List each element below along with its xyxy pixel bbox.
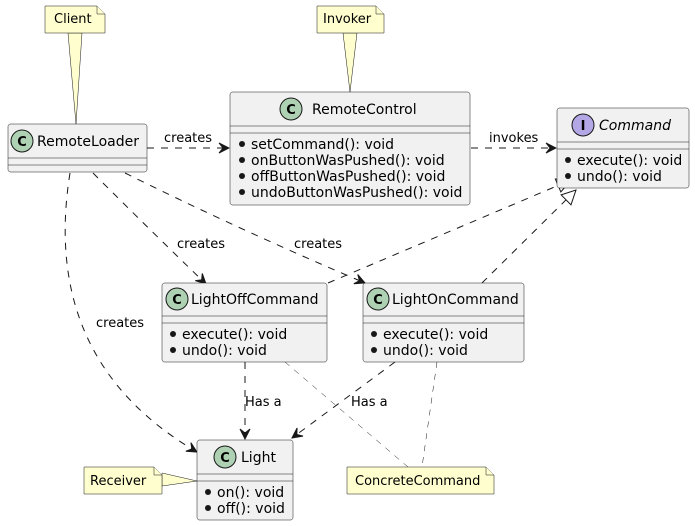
class-name: RemoteControl — [312, 102, 417, 118]
note-invoker-text: Invoker — [323, 12, 372, 27]
class-member: execute(): void — [383, 327, 488, 343]
note-invoker: Invoker — [316, 5, 385, 34]
note-client-text: Client — [54, 12, 92, 27]
class-member: undo(): void — [383, 343, 468, 359]
class-stereotype-icon — [213, 445, 237, 469]
visibility-public-icon — [205, 489, 211, 495]
class-member: on(): void — [217, 485, 284, 501]
note-concrete-command-text: ConcreteCommand — [355, 474, 480, 489]
invoker-note-connector — [342, 32, 358, 93]
visibility-public-icon — [239, 173, 245, 179]
interface-member: undo(): void — [577, 169, 662, 185]
class-member: undo(): void — [182, 343, 267, 359]
visibility-public-icon — [239, 189, 245, 195]
class-member: execute(): void — [182, 327, 287, 343]
edge-on-implements-command — [481, 190, 576, 284]
edge-loader-creates-light — [64, 172, 197, 452]
label-off-has-light: Has a — [245, 395, 282, 410]
note-concrete-command: ConcreteCommand — [346, 466, 495, 495]
class-member: undoButtonWasPushed(): void — [251, 185, 462, 201]
concrete-note-connector-on — [421, 361, 438, 468]
client-note-connector — [67, 32, 83, 125]
visibility-public-icon — [170, 331, 176, 337]
class-member: setCommand(): void — [251, 137, 394, 153]
class-stereotype-letter: C — [17, 135, 27, 150]
label-loader-creates-off: creates — [177, 237, 225, 252]
interface-member: execute(): void — [577, 153, 682, 169]
visibility-public-icon — [239, 141, 245, 147]
label-loader-creates-light: creates — [96, 316, 144, 331]
class-name: LightOffCommand — [191, 292, 319, 308]
label-on-has-light: Has a — [351, 395, 388, 410]
edge-loader-creates-off — [92, 172, 206, 284]
interface-name: Command — [599, 118, 671, 134]
class-stereotype-icon — [10, 129, 34, 153]
class-stereotype-letter: C — [220, 451, 230, 466]
note-client: Client — [44, 5, 106, 34]
visibility-public-icon — [371, 331, 377, 337]
receiver-note-connector — [161, 472, 198, 487]
visibility-public-icon — [565, 173, 571, 179]
class-stereotype-icon — [279, 97, 303, 121]
class-stereotype-icon — [366, 287, 390, 311]
class-member: offButtonWasPushed(): void — [251, 169, 445, 185]
label-remote-invokes-command: invokes — [489, 131, 539, 146]
interface-command[interactable]: I Command execute(): void undo(): void — [556, 107, 690, 189]
visibility-public-icon — [565, 157, 571, 163]
class-stereotype-letter: C — [172, 293, 182, 308]
class-stereotype-letter: C — [373, 293, 383, 308]
interface-stereotype-letter: I — [581, 119, 586, 134]
class-light-on-command[interactable]: C LightOnCommand execute(): void undo():… — [362, 282, 525, 363]
class-member: off(): void — [217, 501, 285, 517]
class-light[interactable]: C Light on(): void off(): void — [196, 439, 294, 521]
visibility-public-icon — [371, 347, 377, 353]
class-remote-loader[interactable]: C RemoteLoader — [7, 123, 148, 173]
class-remote-control[interactable]: C RemoteControl setCommand(): void onBut… — [229, 91, 471, 206]
class-stereotype-icon — [165, 287, 189, 311]
class-member: onButtonWasPushed(): void — [251, 153, 445, 169]
class-light-off-command[interactable]: C LightOffCommand execute(): void undo()… — [161, 282, 328, 363]
note-receiver: Receiver — [83, 466, 163, 495]
edge-off-implements-command — [327, 180, 571, 284]
interface-stereotype-icon — [571, 113, 595, 137]
label-loader-creates-remote: creates — [164, 131, 212, 146]
visibility-public-icon — [239, 157, 245, 163]
class-name: Light — [241, 450, 276, 466]
label-loader-creates-on: creates — [294, 237, 342, 252]
edge-loader-creates-on — [124, 172, 365, 283]
visibility-public-icon — [205, 505, 211, 511]
class-name: RemoteLoader — [37, 134, 139, 150]
concrete-note-connector-off — [284, 361, 409, 468]
class-stereotype-letter: C — [286, 103, 296, 118]
note-receiver-text: Receiver — [90, 474, 147, 489]
class-name: LightOnCommand — [392, 292, 519, 308]
visibility-public-icon — [170, 347, 176, 353]
